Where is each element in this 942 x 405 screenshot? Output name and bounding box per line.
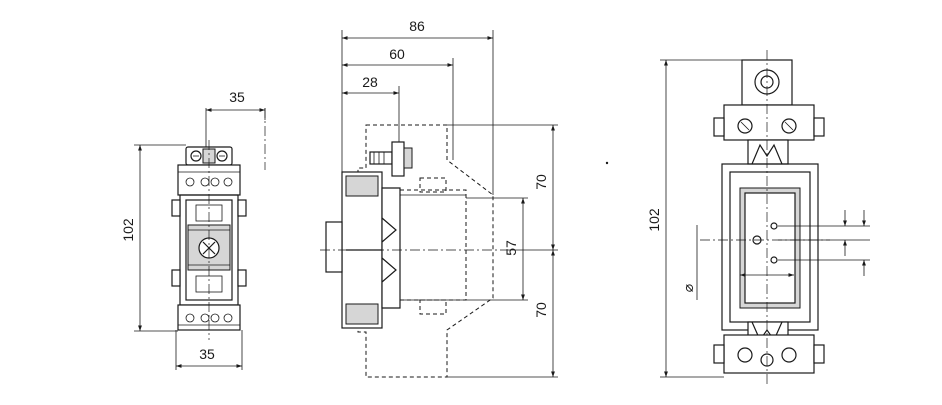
dim-side-upper-70: 70 — [533, 174, 549, 190]
side-view — [320, 124, 505, 378]
side-dim-28: 28 — [342, 74, 400, 142]
dim-rear-height-102: 102 — [646, 208, 662, 232]
rear-dim-diameter: ⌀ — [680, 225, 794, 300]
dim-side-60: 60 — [389, 46, 405, 62]
side-dim-vertical: 70 57 70 — [447, 124, 558, 378]
dim-front-top-35: 35 — [229, 89, 245, 105]
front-dim-height: 102 — [120, 144, 186, 332]
dim-front-height-102: 102 — [120, 218, 136, 242]
side-dim-86: 86 — [341, 18, 494, 195]
dim-side-mid-57: 57 — [503, 240, 519, 256]
front-view — [171, 108, 266, 340]
rear-view — [700, 50, 830, 385]
dim-side-28: 28 — [362, 74, 378, 90]
dim-side-lower-70: 70 — [533, 302, 549, 318]
side-dim-60: 60 — [342, 46, 454, 160]
dim-front-bottom-35: 35 — [199, 346, 215, 362]
rear-dim-height: 102 — [646, 59, 742, 378]
front-dim-top: 35 — [205, 89, 266, 147]
dim-side-86: 86 — [409, 18, 425, 34]
front-dim-bottom: 35 — [175, 330, 243, 370]
dim-rear-diameter: ⌀ — [680, 283, 696, 292]
rear-dim-holes — [778, 210, 870, 276]
